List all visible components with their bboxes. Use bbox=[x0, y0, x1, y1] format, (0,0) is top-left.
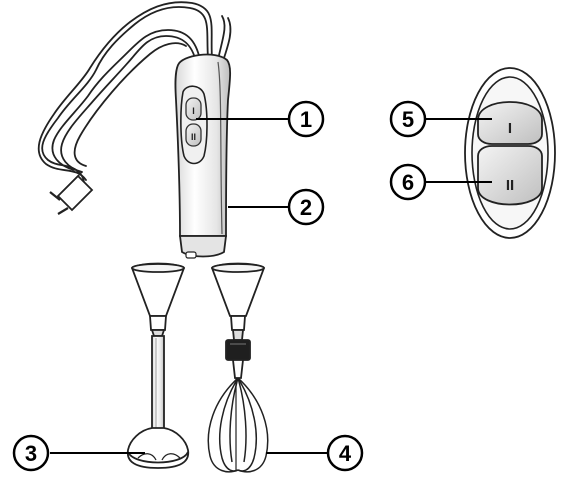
high-speed-label: II bbox=[506, 177, 514, 194]
handle-low-label: I bbox=[192, 106, 195, 116]
leader-lines bbox=[50, 118, 492, 454]
callout-6: 6 bbox=[389, 163, 427, 201]
callout-5-number: 5 bbox=[402, 107, 414, 132]
low-speed-button bbox=[477, 101, 543, 145]
callout-1-number: 1 bbox=[300, 107, 312, 132]
callout-4-number: 4 bbox=[339, 441, 352, 466]
callout-1: 1 bbox=[287, 100, 325, 138]
button-closeup: I II bbox=[464, 67, 556, 239]
low-speed-label: I bbox=[508, 120, 512, 137]
plug bbox=[49, 171, 94, 215]
callout-4: 4 bbox=[326, 434, 364, 472]
whisk bbox=[207, 262, 269, 473]
motor-body: I II bbox=[174, 53, 232, 259]
callout-5: 5 bbox=[389, 100, 427, 138]
handle-high-label: II bbox=[191, 132, 196, 142]
callout-6-number: 6 bbox=[402, 170, 414, 195]
callout-2: 2 bbox=[287, 188, 325, 226]
callout-3: 3 bbox=[12, 434, 50, 472]
blending-shaft bbox=[126, 262, 190, 469]
callout-3-number: 3 bbox=[25, 441, 37, 466]
callout-2-number: 2 bbox=[300, 195, 312, 220]
high-speed-button bbox=[477, 145, 543, 206]
